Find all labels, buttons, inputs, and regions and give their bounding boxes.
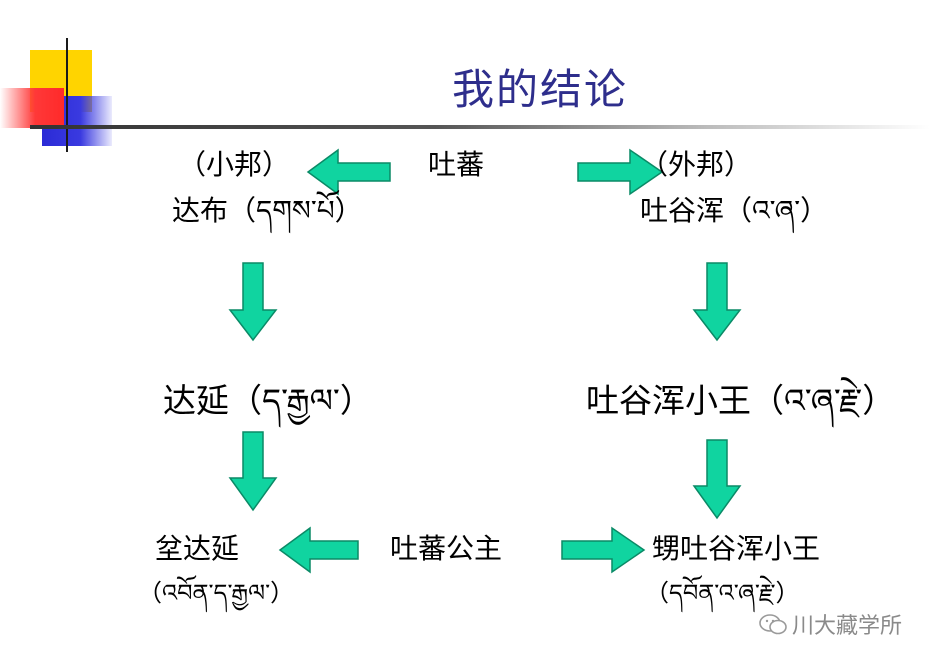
decor-red-bar (0, 88, 64, 128)
node-tuyuhun-nephew-tibetan: （དབོན་འ་ཞ་རྗེ་） (645, 579, 800, 607)
node-xiaobang: （小邦） (178, 148, 291, 181)
node-dayan: 达延（ད་རྒྱལ་） (163, 381, 373, 420)
slide-title: 我的结论 (451, 65, 628, 114)
node-tuyuhun-king: 吐谷浑小王（འ་ཞ་རྗེ་） (586, 381, 896, 420)
node-dayan-maternal-tibetan: （འབོན་ད་རྒྱལ་） (138, 579, 295, 607)
arrow-down-right-2 (692, 439, 742, 520)
node-waibang: （外邦） (640, 148, 753, 181)
watermark-text: 川大藏学所 (792, 614, 903, 639)
node-tubo: 吐蕃 (428, 148, 485, 181)
node-dayan-maternal: 坌达延 (155, 532, 240, 565)
node-tuyuhun: 吐谷浑（འ་ཞ་） (640, 194, 829, 227)
arrow-left-top (306, 148, 391, 196)
wechat-icon (759, 614, 787, 635)
watermark: 川大藏学所 (758, 608, 902, 640)
arrow-left-bottom (278, 526, 359, 574)
arrow-right-top (577, 148, 664, 196)
arrow-down-left-2 (228, 431, 278, 512)
decor-vertical-line (66, 38, 68, 152)
node-tuyuhun-nephew: 甥吐谷浑小王 (652, 532, 821, 565)
arrow-right-bottom (561, 526, 646, 574)
arrow-down-right-1 (692, 262, 742, 342)
node-tubo-princess: 吐蕃公主 (390, 532, 503, 565)
title-underline (30, 125, 930, 129)
arrow-down-left-1 (228, 262, 278, 342)
node-dabu: 达布（དགས་པོ） (172, 194, 363, 227)
